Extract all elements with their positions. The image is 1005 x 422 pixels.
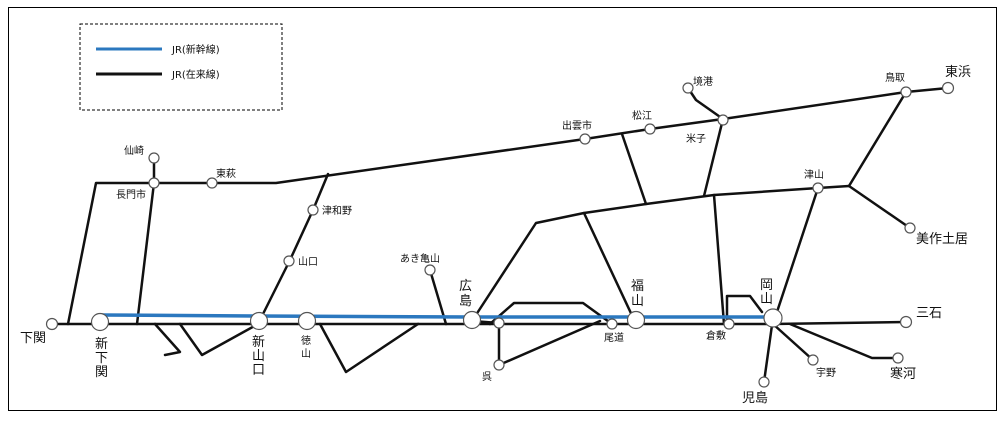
- label-uno: 宇野: [816, 366, 836, 379]
- label-kanga: 寒河: [890, 366, 916, 382]
- label-shin-shimonoseki-1: 新: [95, 336, 108, 352]
- label-kojima: 児島: [742, 391, 768, 406]
- label-higashi-hagi: 東萩: [216, 167, 236, 180]
- line-loop-onomichi: [488, 301, 614, 326]
- label-shin-yamaguchi-2: 山: [252, 349, 265, 364]
- station-marker-fukuyama: [626, 310, 646, 330]
- label-tottori: 鳥取: [885, 71, 905, 84]
- label-mitsuishi: 三石: [916, 306, 942, 321]
- station-marker-sakaiminato: [682, 82, 694, 94]
- label-onomichi: 尾道: [604, 331, 624, 344]
- station-marker-tokuyama: [297, 311, 317, 331]
- station-marker-yamaguchi: [283, 255, 295, 267]
- station-marker-senzaki: [148, 152, 160, 164]
- label-sakaiminato: 境港: [693, 75, 713, 88]
- label-nagato-shi: 長門市: [116, 188, 146, 201]
- line-ako: [788, 322, 900, 360]
- station-marker-aki-kameyama: [424, 264, 436, 276]
- station-marker-kaitaichi: [493, 317, 505, 329]
- legend: JR(新幹線) JR(在来線): [79, 23, 283, 111]
- label-shimonoseki: 下関: [20, 331, 46, 346]
- line-tsuyama: [771, 186, 820, 326]
- label-fukuyama-2: 山: [631, 294, 644, 309]
- line-kabe: [428, 268, 448, 326]
- line-west-spur-2: [178, 322, 260, 357]
- station-markers: [45, 81, 955, 388]
- label-tokuyama-2: 山: [301, 348, 311, 360]
- station-marker-mimasaka-doi: [904, 222, 916, 234]
- map-border: [8, 7, 997, 411]
- station-marker-kojima: [758, 376, 770, 388]
- line-kurashiki-connector: [725, 294, 764, 326]
- label-matsue: 松江: [632, 109, 652, 122]
- label-tsuyama: 津山: [804, 169, 824, 181]
- station-marker-izumoshi: [579, 133, 591, 145]
- station-marker-nagato-shi: [148, 177, 160, 189]
- label-hiroshima-2: 島: [459, 294, 472, 309]
- label-senzaki: 仙崎: [124, 144, 144, 157]
- station-marker-higashi-hagi: [206, 177, 218, 189]
- station-marker-kurashiki: [723, 318, 735, 330]
- label-kure: 呉: [482, 371, 492, 383]
- line-kisuki: [620, 132, 648, 206]
- label-aki-kameyama: あき亀山: [400, 252, 440, 265]
- line-kure: [470, 319, 602, 367]
- station-marker-shimonoseki: [45, 317, 59, 331]
- line-fukuen: [582, 211, 638, 326]
- label-higashihama: 東浜: [945, 64, 971, 80]
- station-marker-uno: [807, 354, 819, 366]
- line-inbi: [847, 90, 908, 188]
- station-marker-hiroshima: [462, 310, 482, 330]
- station-marker-tsuyama: [812, 182, 824, 194]
- legend-conventional-label: JR(在来線): [171, 68, 220, 81]
- label-tsuwano: 津和野: [322, 205, 352, 217]
- line-hakubi-south: [712, 193, 726, 326]
- station-marker-mitsuishi: [899, 315, 913, 329]
- station-marker-kure: [493, 359, 505, 371]
- label-shin-yamaguchi-1: 新: [252, 334, 265, 350]
- label-okayama-2: 山: [760, 292, 773, 307]
- line-kishin-east: [847, 184, 912, 230]
- label-shin-shimonoseki-3: 関: [95, 365, 108, 380]
- station-marker-okayama: [763, 308, 783, 328]
- label-yonago: 米子: [686, 132, 706, 145]
- station-marker-shin-shimonoseki: [90, 312, 110, 332]
- line-uno: [771, 322, 815, 362]
- station-marker-tsuwano: [307, 204, 319, 216]
- line-sanin-main: [66, 86, 950, 326]
- station-marker-tottori: [900, 86, 912, 98]
- label-yamaguchi: 山口: [298, 256, 318, 268]
- conventional-lines: [50, 86, 950, 384]
- station-labels: 下関 新 下 関 仙崎 長門市 東萩 津和野 山口 新 山 口 徳 山 あき亀山…: [20, 64, 971, 406]
- line-west-spur-1: [153, 322, 182, 357]
- label-kurashiki: 倉敷: [706, 329, 726, 342]
- station-marker-onomichi: [606, 318, 618, 330]
- label-shin-shimonoseki-2: 下: [95, 351, 108, 366]
- label-okayama-1: 岡: [760, 278, 773, 293]
- line-sanyo-main: [50, 320, 908, 326]
- line-mine: [135, 181, 156, 326]
- line-kure-west: [318, 322, 420, 374]
- line-seto-ohashi: [762, 316, 775, 384]
- line-shinkansen: [98, 313, 775, 319]
- legend-box: [79, 23, 283, 111]
- station-marker-matsue: [644, 123, 656, 135]
- station-marker-higashihama: [941, 81, 955, 95]
- label-shin-yamaguchi-3: 口: [252, 363, 265, 378]
- label-hiroshima-1: 広: [459, 279, 472, 294]
- label-mimasaka-doi: 美作土居: [916, 232, 968, 247]
- line-hakubi-north: [702, 117, 725, 198]
- station-marker-shin-yamaguchi: [249, 311, 269, 331]
- label-fukuyama-1: 福: [631, 279, 644, 294]
- label-izumoshi: 出雲市: [562, 119, 592, 132]
- legend-shinkansen-label: JR(新幹線): [171, 43, 220, 56]
- station-marker-kanga: [892, 352, 904, 364]
- label-tokuyama-1: 徳: [301, 334, 311, 347]
- line-yamaguchi: [256, 172, 330, 326]
- station-marker-yonago: [717, 114, 729, 126]
